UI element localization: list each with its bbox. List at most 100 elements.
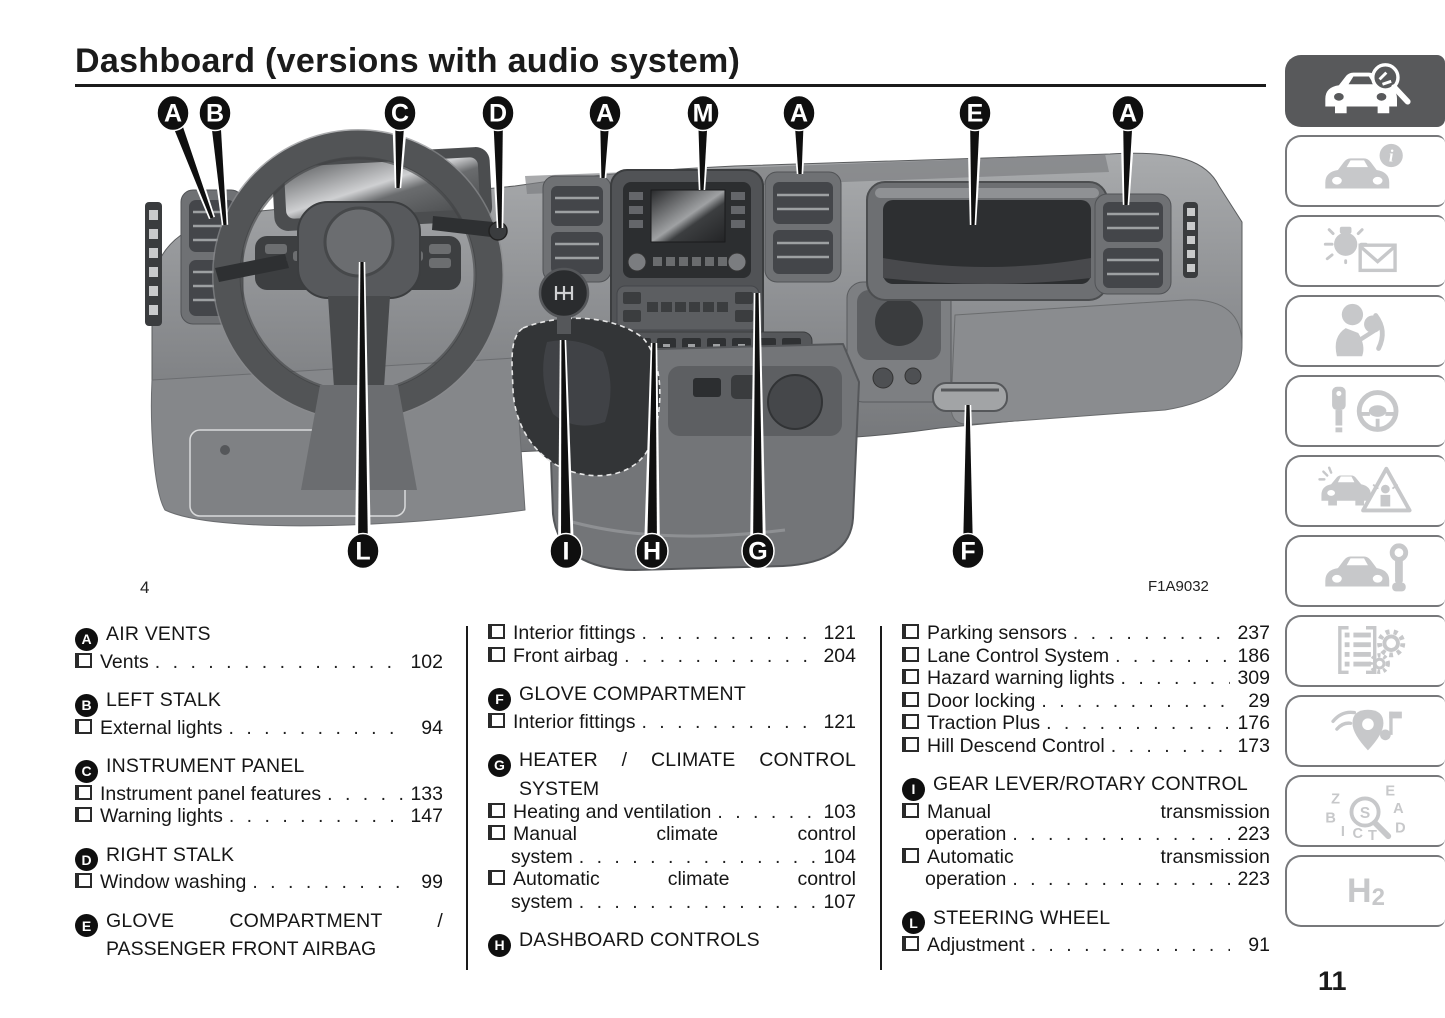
callout-leader-line bbox=[698, 112, 708, 191]
section-title-line: B LEFT STALK bbox=[75, 688, 443, 717]
entry-label: Traction Plus bbox=[927, 712, 1041, 734]
sidebar-tab-warning-light-message[interactable] bbox=[1285, 215, 1445, 287]
index-entry[interactable]: External lights. . . . . . . . . . . . .… bbox=[75, 717, 443, 740]
index-entry[interactable]: Vents. . . . . . . . . . . . . . . . . .… bbox=[75, 651, 443, 674]
entry-line: Hazard warning lights. . . . . . . . . .… bbox=[902, 667, 1270, 690]
entry-label: Lane Control System bbox=[927, 644, 1110, 667]
sidebar-tab-car-emergency-triangle[interactable] bbox=[1285, 455, 1445, 527]
sidebar-tab-media-nav[interactable] bbox=[1285, 695, 1445, 767]
checkbox-icon bbox=[902, 847, 919, 863]
page-reference: 176 bbox=[1237, 712, 1270, 734]
entry-line: Lane Control System. . . . . . . . . . .… bbox=[902, 645, 1270, 668]
index-entry[interactable]: Hazard warning lights. . . . . . . . . .… bbox=[902, 667, 1270, 690]
multimedia-navigation-icon bbox=[1314, 700, 1418, 762]
section-title: DASHBOARD CONTROLS bbox=[519, 929, 760, 951]
checkbox-icon bbox=[902, 802, 919, 818]
sidebar-tab-car-magnifier[interactable] bbox=[1285, 55, 1445, 127]
figure-number: 4 bbox=[140, 578, 150, 597]
sidebar-tab-list-gears[interactable] bbox=[1285, 615, 1445, 687]
h2-subscript: 2 bbox=[1371, 884, 1385, 911]
index-entry[interactable]: Lane Control System. . . . . . . . . . .… bbox=[902, 645, 1270, 668]
index-entry[interactable]: Warning lights. . . . . . . . . . . . . … bbox=[75, 805, 443, 828]
callout-letter: A bbox=[164, 100, 182, 128]
index-entry[interactable]: Heating and ventilation. . . . . . . . .… bbox=[488, 801, 856, 824]
callout-letter: F bbox=[960, 538, 975, 566]
entry-line: system. . . . . . . . . . . . . . . . . … bbox=[488, 846, 856, 869]
sidebar-tab-airbag-safety[interactable] bbox=[1285, 295, 1445, 367]
index-entry[interactable]: Hill Descend Control. . . . . . . . . . … bbox=[902, 735, 1270, 758]
section-title: LEFT STALK bbox=[106, 689, 222, 711]
section-letter-badge: D bbox=[75, 848, 98, 871]
sidebar-tab-index-letters[interactable] bbox=[1285, 775, 1445, 847]
dot-leader: . . . . . . . . . . . . . . . . . . . . … bbox=[641, 710, 816, 733]
entry-line: Vents. . . . . . . . . . . . . . . . . .… bbox=[75, 651, 443, 674]
car-wrench-icon bbox=[1314, 540, 1418, 602]
sidebar-tab-key-steering[interactable] bbox=[1285, 375, 1445, 447]
entry-label: Warning lights bbox=[100, 805, 223, 827]
callout-letter: M bbox=[693, 100, 714, 128]
page-reference: 223 bbox=[1237, 868, 1270, 890]
entry-line: Adjustment. . . . . . . . . . . . . . . … bbox=[902, 934, 1270, 957]
page-reference: 99 bbox=[421, 871, 443, 893]
sidebar-tab-car-wrench[interactable] bbox=[1285, 535, 1445, 607]
page-reference: 102 bbox=[410, 650, 443, 673]
index-entry[interactable]: Door locking. . . . . . . . . . . . . . … bbox=[902, 690, 1270, 713]
entry-line: Interior fittings. . . . . . . . . . . .… bbox=[488, 622, 856, 645]
entry-label: Heating and ventilation bbox=[513, 800, 712, 823]
entry-line: Instrument panel features. . . . . . . .… bbox=[75, 783, 443, 806]
index-entry[interactable]: Parking sensors. . . . . . . . . . . . .… bbox=[902, 622, 1270, 645]
callout-badge-B bbox=[198, 94, 232, 132]
dot-leader: . . . . . . . . . . . . . . . . . . . . … bbox=[252, 871, 403, 893]
index-entry[interactable]: Traction Plus. . . . . . . . . . . . . .… bbox=[902, 712, 1270, 735]
dot-leader: . . . . . . . . . . . . . . . . . . . . … bbox=[641, 622, 816, 644]
section-letter-badge: I bbox=[902, 777, 925, 801]
index-entry[interactable]: Interior fittings. . . . . . . . . . . .… bbox=[488, 711, 856, 734]
page-reference: 237 bbox=[1237, 622, 1270, 644]
checkbox-icon bbox=[902, 624, 919, 639]
entry-label: operation bbox=[925, 868, 1007, 890]
entry-label: Parking sensors bbox=[927, 622, 1067, 644]
entry-label: Adjustment bbox=[927, 934, 1025, 956]
car-magnifier-icon bbox=[1314, 60, 1418, 122]
index-entry[interactable]: Window washing. . . . . . . . . . . . . … bbox=[75, 871, 443, 894]
callout-letter: G bbox=[748, 538, 767, 566]
entry-label: Vents bbox=[100, 650, 149, 673]
index-entry[interactable]: Adjustment. . . . . . . . . . . . . . . … bbox=[902, 934, 1270, 957]
page-reference: 107 bbox=[823, 890, 856, 913]
key-steering-wheel-icon bbox=[1314, 380, 1418, 442]
index-entry[interactable]: Front airbag. . . . . . . . . . . . . . … bbox=[488, 645, 856, 668]
section-letter-badge: B bbox=[75, 693, 98, 717]
section-letter-badge: F bbox=[488, 687, 511, 711]
dot-leader: . . . . . . . . . . . . . . . . . . . . … bbox=[1072, 622, 1230, 644]
sidebar-tab-car-info[interactable] bbox=[1285, 135, 1445, 207]
column-divider bbox=[880, 626, 882, 970]
page-reference: 103 bbox=[823, 800, 856, 823]
checkbox-icon bbox=[902, 669, 919, 684]
section-letter-badge: G bbox=[488, 753, 511, 777]
callout-letter: A bbox=[790, 100, 808, 128]
index-entry[interactable]: Interior fittings. . . . . . . . . . . .… bbox=[488, 622, 856, 645]
index-entry[interactable]: Instrument panel features. . . . . . . .… bbox=[75, 783, 443, 806]
callout-badge-I bbox=[549, 532, 583, 570]
entry-label: Window washing bbox=[100, 871, 247, 893]
index-section: Interior fittings. . . . . . . . . . . .… bbox=[488, 622, 856, 667]
checkbox-icon bbox=[75, 784, 92, 800]
checkbox-icon bbox=[488, 646, 505, 662]
